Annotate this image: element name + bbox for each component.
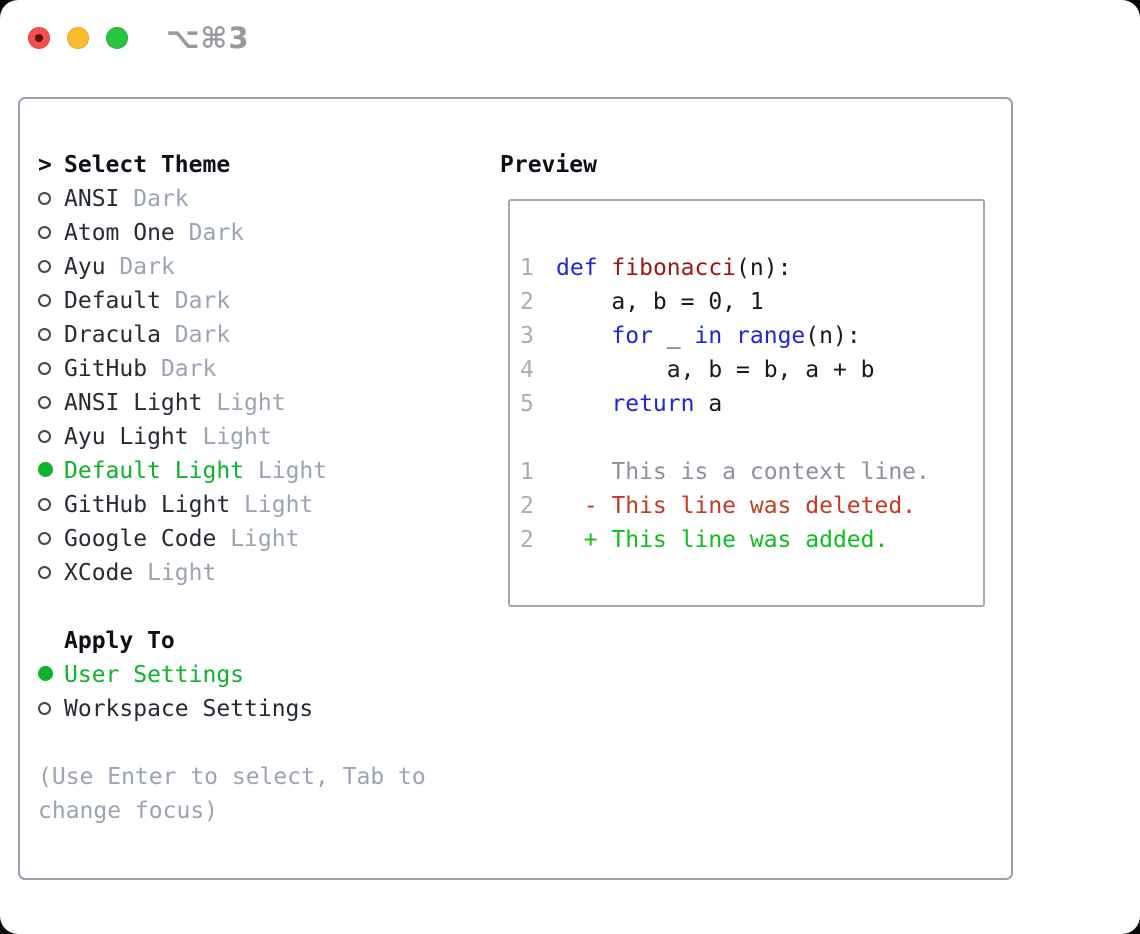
theme-variant: Dark [133, 186, 189, 212]
apply-option-user-settings[interactable]: User Settings [38, 658, 1011, 692]
code-line: 1 This is a context line. [520, 455, 983, 489]
radio-icon [38, 226, 51, 239]
radio-icon [38, 430, 51, 443]
theme-name: Default [64, 288, 161, 314]
line-number: 2 [520, 493, 534, 519]
apply-to-title: Apply To [64, 628, 175, 654]
code-line: 4 a, b = b, a + b [520, 353, 983, 387]
prompt-icon: > [38, 152, 52, 178]
code-line: 3 for _ in range(n): [520, 319, 983, 353]
help-line: (Use Enter to select, Tab to [38, 764, 426, 790]
theme-option-ansi[interactable]: ANSI Dark [38, 182, 1011, 216]
theme-variant: Light [202, 424, 272, 450]
line-number: 4 [520, 357, 534, 383]
radio-icon [38, 396, 51, 409]
theme-name: Ayu Light [64, 424, 189, 450]
code-line: 5 return a [520, 387, 983, 421]
theme-selector-header: > Select Theme [38, 148, 1011, 182]
spacer [38, 726, 1011, 760]
theme-name: Default Light [64, 458, 245, 484]
minimize-button[interactable] [67, 27, 89, 49]
theme-variant: Light [230, 526, 300, 552]
apply-option-label: Workspace Settings [64, 696, 314, 722]
theme-variant: Dark [188, 220, 245, 246]
line-number: 5 [520, 391, 534, 417]
theme-name: ANSI [64, 186, 120, 212]
code-line [520, 421, 983, 455]
code-line: 2 + This line was added. [520, 523, 983, 557]
radio-icon [38, 702, 51, 715]
apply-to-header: Apply To [38, 624, 1011, 658]
theme-option-xcode[interactable]: XCode Light [38, 556, 1011, 590]
theme-option-atom-one[interactable]: Atom One Dark [38, 216, 1011, 250]
theme-option-default-light[interactable]: Default Light Light [38, 454, 1011, 488]
radio-selected-icon [38, 666, 53, 681]
theme-variant: Light [147, 560, 217, 586]
theme-option-github[interactable]: GitHub Dark [38, 352, 1011, 386]
radio-icon [38, 328, 51, 341]
titlebar: ⌥⌘3 [0, 0, 1140, 76]
theme-option-ansi-light[interactable]: ANSI Light Light [38, 386, 1011, 420]
help-line: change focus) [38, 798, 219, 824]
radio-icon [38, 260, 51, 273]
radio-icon [38, 362, 51, 375]
theme-selector-title: Select Theme [64, 152, 231, 178]
help-text: (Use Enter to select, Tab to change focus… [38, 760, 1011, 828]
line-number: 2 [520, 289, 534, 315]
radio-icon [38, 532, 51, 545]
apply-option-workspace-settings[interactable]: Workspace Settings [38, 692, 1011, 726]
theme-name: GitHub [64, 356, 148, 382]
code-line: 2 a, b = 0, 1 [520, 285, 983, 319]
theme-variant: Light [216, 390, 286, 416]
radio-icon [38, 498, 51, 511]
theme-variant: Light [257, 458, 328, 484]
theme-option-default[interactable]: Default Dark [38, 284, 1011, 318]
radio-icon [38, 294, 51, 307]
window-title: ⌥⌘3 [166, 21, 250, 55]
theme-name: XCode [64, 560, 134, 586]
theme-variant: Light [244, 492, 314, 518]
line-number: 1 [520, 255, 534, 281]
radio-icon [38, 566, 51, 579]
theme-variant: Dark [174, 322, 231, 348]
traffic-lights [28, 27, 128, 49]
theme-name: Google Code [64, 526, 217, 552]
theme-option-ayu[interactable]: Ayu Dark [38, 250, 1011, 284]
close-button[interactable] [28, 27, 50, 49]
theme-option-ayu-light[interactable]: Ayu Light Light [38, 420, 1011, 454]
theme-name: Dracula [64, 322, 161, 348]
theme-name: ANSI Light [64, 390, 203, 416]
theme-option-dracula[interactable]: Dracula Dark [38, 318, 1011, 352]
code-line: 2 - This line was deleted. [520, 489, 983, 523]
zoom-button[interactable] [106, 27, 128, 49]
line-number: 2 [520, 527, 534, 553]
line-number: 1 [520, 459, 534, 485]
apply-option-label: User Settings [64, 662, 245, 688]
theme-option-google-code[interactable]: Google Code Light [38, 522, 1011, 556]
line-number: 3 [520, 323, 534, 349]
theme-option-github-light[interactable]: GitHub Light Light [38, 488, 1011, 522]
theme-name: Atom One [64, 220, 175, 246]
radio-icon [38, 192, 51, 205]
theme-variant: Dark [174, 288, 231, 314]
theme-name: Ayu [64, 254, 106, 280]
theme-variant: Dark [119, 254, 175, 280]
theme-name: GitHub Light [64, 492, 231, 518]
radio-selected-icon [38, 462, 53, 477]
preview-title: Preview [500, 152, 597, 178]
theme-variant: Dark [160, 356, 217, 382]
